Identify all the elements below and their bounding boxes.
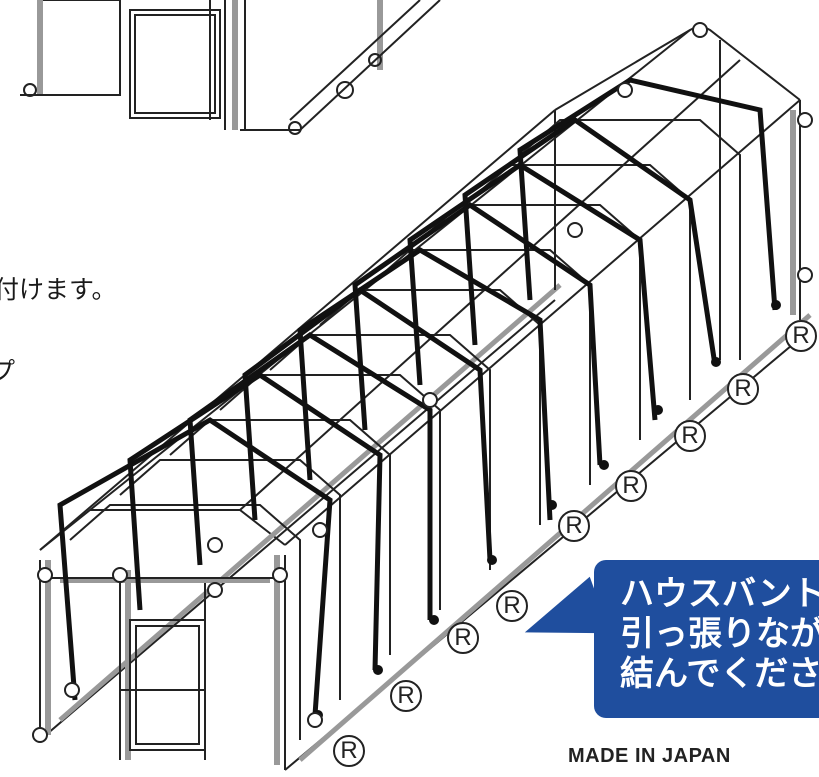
made-in-label: MADE IN JAPAN <box>568 745 731 767</box>
registered-mark: R <box>496 590 528 622</box>
registered-mark: R <box>674 420 706 452</box>
registered-mark: R <box>785 320 817 352</box>
band-knots <box>313 300 781 720</box>
house-bands <box>57 77 778 716</box>
instruction-text-line-2: プ <box>0 357 16 386</box>
registered-mark: R <box>333 735 365 767</box>
registered-mark: R <box>727 373 759 405</box>
registered-mark: R <box>558 510 590 542</box>
callout-text-line-1: ハウスバント <box>620 574 819 614</box>
instruction-text-line-1: 付けます。 <box>0 275 117 304</box>
callout-text-line-3: 結んでくださ <box>620 654 819 694</box>
callout-text-line-2: 引っ張りなが <box>620 614 819 654</box>
pipe-clamps <box>32 22 813 743</box>
small-frame <box>20 0 441 135</box>
registered-mark: R <box>390 680 422 712</box>
registered-mark: R <box>447 622 479 654</box>
registered-mark: R <box>615 470 647 502</box>
callout-box <box>594 560 819 718</box>
